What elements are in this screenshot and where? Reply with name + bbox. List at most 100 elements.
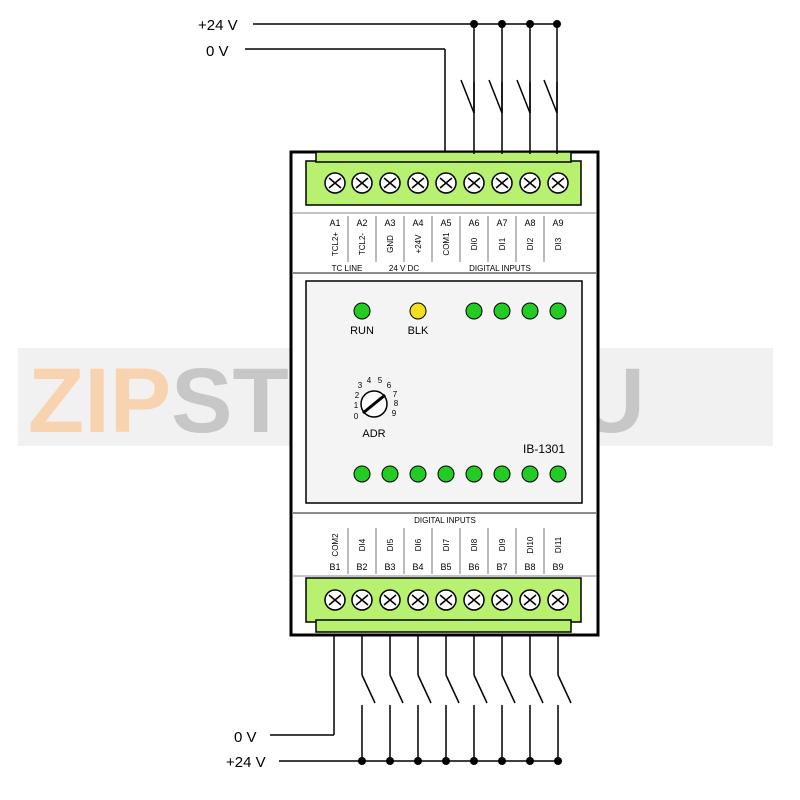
bottom-0v-label: 0 V [234,729,257,746]
input-led-di7 [437,465,455,483]
bottom-terminal-id: B9 [552,562,563,572]
bottom-terminal-signal: DI10 [526,536,535,553]
top-terminal-id: A3 [384,218,395,228]
bottom-terminal-screw-4[interactable] [407,589,429,611]
bottom-terminal-screw-9[interactable] [547,589,569,611]
bottom-input-switch-di6 [417,634,432,761]
group-label-24vdc: 24 V DC [389,264,419,273]
top-terminal-screw-8[interactable] [519,172,541,194]
adr-digit: 1 [354,401,359,410]
top-terminal-id: A4 [412,218,423,228]
input-led-di1 [493,302,511,320]
bottom-terminal-id: B7 [496,562,507,572]
top-wiring: +24 V 0 V [198,17,557,154]
bottom-input-switch-di10 [529,634,544,761]
bottom-terminal-signal: COM2 [331,533,340,557]
bottom-terminal-screw-2[interactable] [351,589,373,611]
group-label-tc-line: TC LINE [332,264,363,273]
input-led-di5 [381,465,399,483]
bottom-terminal-screw-6[interactable] [463,589,485,611]
bottom-input-switch-di7 [445,634,460,761]
bottom-terminal-id: B8 [524,562,535,572]
bottom-terminal-signal: DI11 [554,536,563,553]
bottom-terminal-screw-7[interactable] [491,589,513,611]
adr-digit: 4 [367,376,372,385]
top-input-switch-di3 [543,24,558,154]
bottom-terminal-id: B3 [384,562,395,572]
input-led-di0 [465,302,483,320]
top-terminal-signal: DI2 [526,237,535,250]
bottom-rail-junction [358,757,366,765]
bottom-terminal-id: B5 [440,562,451,572]
bottom-rail-junction [470,757,478,765]
top-terminal-id: A6 [468,218,479,228]
run-led [353,302,371,320]
top-input-switches [460,20,561,154]
bottom-input-switch-di11 [557,634,572,761]
leds [353,302,567,483]
top-rail-junction [526,20,534,28]
bottom-terminal-screw-5[interactable] [435,589,457,611]
bottom-terminal-screw-1[interactable] [324,589,346,611]
top-terminal-screw-1[interactable] [324,172,346,194]
adr-digit: 8 [394,399,399,408]
bottom-terminal-signal: DI8 [470,538,479,551]
top-terminal-id: A9 [552,218,563,228]
top-terminal-screw-4[interactable] [407,172,429,194]
run-led-label: RUN [350,325,374,337]
input-led-di11 [549,465,567,483]
bottom-input-switch-di5 [389,634,404,761]
top-terminal-screw-6[interactable] [463,172,485,194]
bottom-rail-junction [526,757,534,765]
bottom-terminal-screw-3[interactable] [379,589,401,611]
input-led-di2 [521,302,539,320]
top-terminal-screw-3[interactable] [379,172,401,194]
adr-digit: 5 [378,376,383,385]
bottom-rail-junction [554,757,562,765]
bottom-terminal-signal: DI4 [358,538,367,551]
top-rail-junction [470,20,478,28]
adr-switch-label: ADR [362,428,385,440]
top-terminal-id: A7 [496,218,507,228]
bottom-terminal-id: B2 [356,562,367,572]
bottom-terminal-screw-8[interactable] [519,589,541,611]
input-led-di3 [549,302,567,320]
top-terminal-screw-2[interactable] [351,172,373,194]
input-led-di8 [465,465,483,483]
blk-led [409,302,427,320]
input-led-di4 [353,465,371,483]
top-terminal-signal: TCL2- [358,233,367,256]
top-terminal-signal: DI3 [554,237,563,250]
bottom-rail-junction [414,757,422,765]
top-terminal-screw-7[interactable] [491,172,513,194]
bottom-plus24-label: +24 V [226,754,266,771]
top-terminal-signal: GND [386,235,395,253]
bottom-rail-junction [386,757,394,765]
input-led-di6 [409,465,427,483]
top-terminal-id: A1 [329,218,340,228]
bottom-input-switch-di9 [501,634,516,761]
input-led-di10 [521,465,539,483]
adr-digit: 2 [355,391,360,400]
top-terminal-signal: TCL2+ [331,232,340,257]
top-terminal-id: A2 [356,218,367,228]
group-label-digital-inputs-bottom: DIGITAL INPUTS [414,516,476,525]
top-terminal-signal: COM1 [442,232,451,256]
top-terminal-screw-5[interactable] [435,172,457,194]
bottom-terminal-id: B1 [329,562,340,572]
top-rail-junction [498,20,506,28]
top-rail-junction [553,20,561,28]
top-terminal-screw-9[interactable] [547,172,569,194]
top-terminal-signal: +24V [414,234,423,254]
watermark-orange: ZIP [28,350,171,452]
top-terminal-signal: DI0 [470,237,479,250]
input-led-di9 [493,465,511,483]
top-input-switch-di2 [516,24,531,154]
bottom-terminal-signal: DI6 [414,538,423,551]
